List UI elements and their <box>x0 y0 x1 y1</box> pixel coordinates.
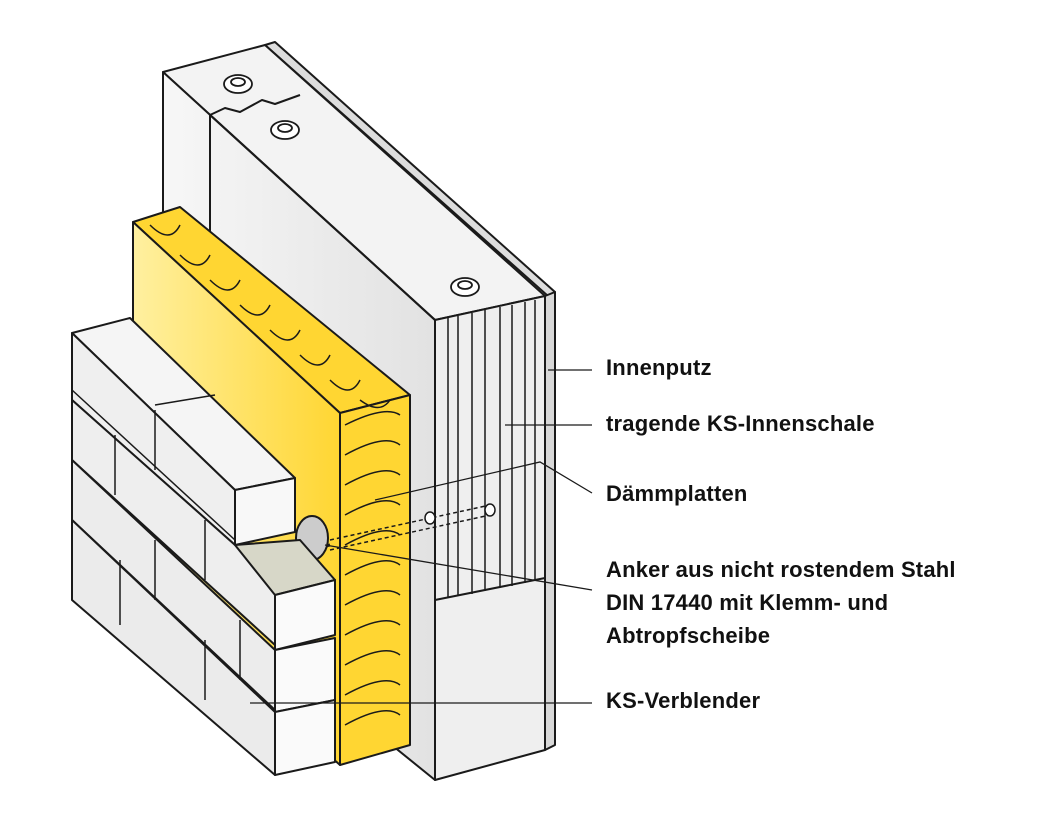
label-daemmplatten: Dämmplatten <box>606 481 748 506</box>
label-anker-1: Anker aus nicht rostendem Stahl <box>606 557 956 582</box>
label-anker-2: DIN 17440 mit Klemm- und <box>606 590 889 615</box>
inner-wall-end <box>434 295 546 781</box>
label-innenschale: tragende KS-Innenschale <box>606 411 875 436</box>
insulation-end <box>339 394 411 766</box>
label-anker-3: Abtropfscheibe <box>606 623 771 648</box>
leader-anker <box>324 544 593 591</box>
leader-daemmplatten <box>374 461 593 501</box>
label-innenputz: Innenputz <box>606 355 712 380</box>
label-verblender: KS-Verblender <box>606 688 761 713</box>
